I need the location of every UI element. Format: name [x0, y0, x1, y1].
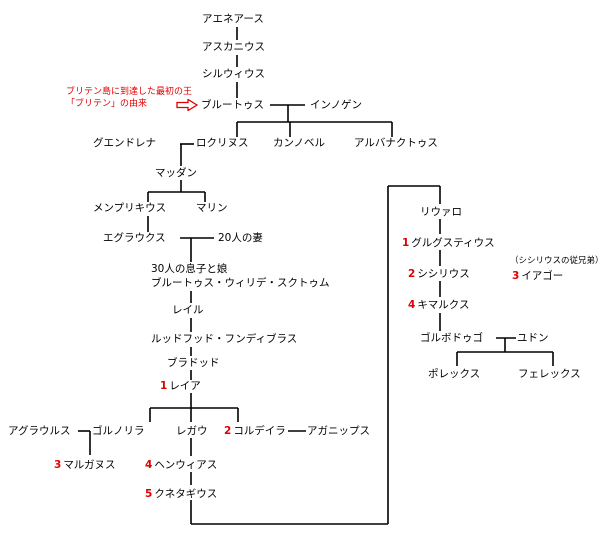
order-number: 3	[54, 459, 62, 471]
person-regan: レガウ	[176, 425, 208, 437]
order-number: 4	[408, 299, 416, 311]
person-mempricius: メンプリキウス	[93, 202, 167, 214]
person-name: キマルクス	[417, 299, 470, 311]
note-cousin: （シシリウスの従兄弟）	[510, 256, 604, 266]
order-number: 3	[512, 270, 520, 282]
person-name: レイア	[169, 380, 201, 392]
person-name: クネタギウス	[154, 488, 218, 500]
note-line-2: 「ブリテン」の由来	[66, 99, 148, 109]
person-aeneas: アエネアース	[202, 13, 264, 25]
order-number: 1	[402, 237, 410, 249]
person-aganippus: アガニップス	[307, 425, 370, 437]
person-name: イアゴー	[521, 270, 564, 282]
person-agranus: アグラウルス	[8, 425, 71, 437]
arrow-right-icon	[176, 99, 198, 111]
person-wives20: 20人の妻	[218, 232, 263, 244]
person-judon: ユドン	[517, 332, 549, 344]
person-name: ヘンウィアス	[154, 459, 218, 471]
order-number: 2	[224, 425, 232, 437]
person-silvius: シルウィウス	[202, 68, 265, 80]
person-gorboduc: ゴルボドゥゴ	[420, 332, 483, 344]
person-name: シシリウス	[417, 268, 470, 280]
person-ebraucus: エグラウクス	[103, 232, 166, 244]
person-ferrex: フェレックス	[518, 368, 581, 380]
person-locrinus: ロクリヌス	[196, 137, 249, 149]
person-children30: 30人の息子と娘	[151, 263, 228, 275]
person-kamber: カンノベル	[273, 137, 325, 149]
person-name: マルガヌス	[63, 459, 116, 471]
order-number: 5	[145, 488, 153, 500]
person-innogen: インノゲン	[310, 99, 362, 111]
person-malin: マリン	[196, 202, 228, 214]
order-number: 2	[408, 268, 416, 280]
note-line-1: ブリテン島に到達した最初の王	[66, 87, 193, 97]
order-number: 4	[145, 459, 153, 471]
person-brutus-greenshield: ブルートゥス・ウィリデ・スクトゥム	[151, 277, 330, 289]
person-bladud: ブラドッド	[167, 357, 220, 369]
person-ascanius: アスカニウス	[202, 41, 265, 53]
person-goneril: ゴルノリラ	[92, 425, 145, 437]
order-number: 1	[160, 380, 168, 392]
person-brutus: ブルートゥス	[201, 99, 264, 111]
person-albanactus: アルバナクトゥス	[354, 137, 438, 149]
person-rud-hud-hudibras: ルッドフッド・フンディブラス	[151, 333, 298, 345]
person-maddan: マッダン	[155, 167, 197, 179]
person-name: グルグスティウス	[411, 237, 495, 249]
person-leil: レイル	[172, 304, 204, 316]
person-gwendolen: グエンドレナ	[93, 137, 156, 149]
person-name: コルデイラ	[233, 425, 286, 437]
person-porrex: ポレックス	[428, 368, 481, 380]
person-rivallo: リウァロ	[420, 206, 462, 218]
